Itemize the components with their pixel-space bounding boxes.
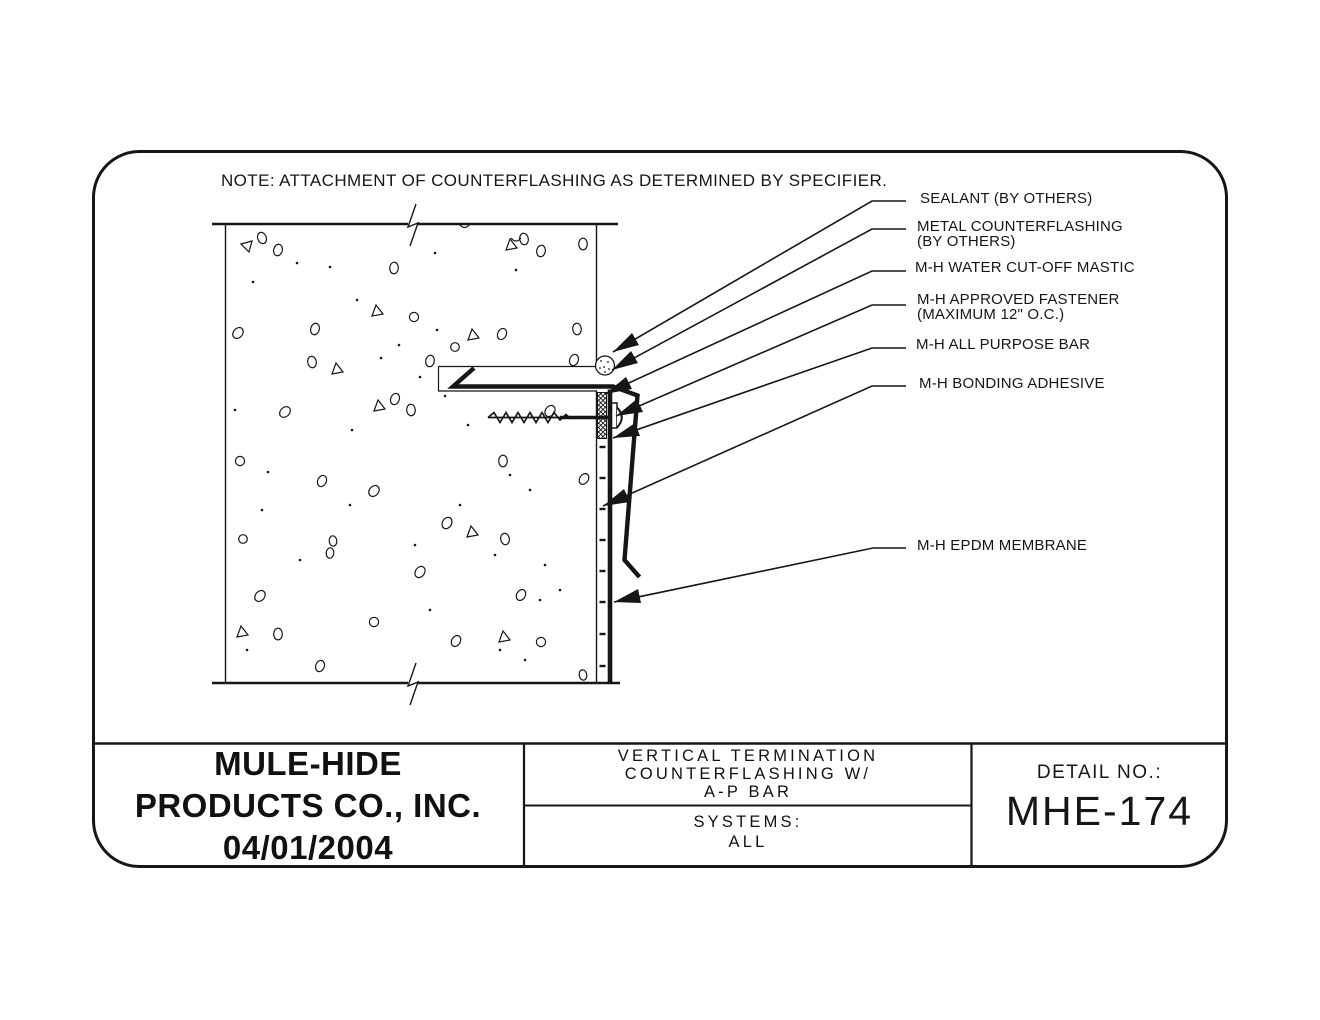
leader-approved-fastener: [615, 304, 906, 417]
company-name-line1: MULE-HIDE: [214, 745, 402, 782]
callout-line: METAL COUNTERFLASHING: [917, 218, 1123, 235]
specifier-note: NOTE: ATTACHMENT OF COUNTERFLASHING AS D…: [221, 171, 888, 190]
bonding-adhesive-dashes: [599, 445, 606, 668]
callout-bonding-adhesive: M-H BONDING ADHESIVE: [919, 375, 1105, 392]
callout-water-cutoff-mastic: M-H WATER CUT-OFF MASTIC: [915, 259, 1135, 276]
stipple-dots: [233, 251, 562, 662]
callout-approved-fastener: M-H APPROVED FASTENER (MAXIMUM 12" O.C.): [917, 291, 1120, 323]
detail-title-line1: VERTICAL TERMINATION: [617, 747, 879, 765]
detail-no-value: MHE-174: [1005, 788, 1194, 834]
callout-line: M-H BONDING ADHESIVE: [919, 375, 1105, 392]
systems-block: SYSTEMS: ALL: [524, 812, 972, 852]
company-block: MULE-HIDE PRODUCTS CO., INC. 04/01/2004: [92, 745, 524, 867]
callout-line: M-H APPROVED FASTENER: [917, 291, 1120, 308]
concrete-stipple: [232, 223, 590, 681]
leader-all-purpose-bar: [612, 347, 906, 439]
fastener: [487, 406, 623, 429]
detail-title-line2: COUNTERFLASHING W/: [624, 765, 872, 783]
stipple-arc-2: [510, 237, 522, 242]
systems-label: SYSTEMS:: [693, 813, 803, 831]
wall-section: [212, 203, 620, 706]
callout-sealant: SEALANT (BY OTHERS): [920, 190, 1093, 207]
sealant-bead: [594, 355, 616, 376]
callout-line: M-H ALL PURPOSE BAR: [916, 336, 1091, 353]
systems-value: ALL: [728, 833, 768, 851]
detail-title-line3: A-P BAR: [703, 783, 793, 801]
leader-lines: [602, 200, 906, 603]
callout-metal-counterflashing: METAL COUNTERFLASHING (BY OTHERS): [917, 218, 1123, 250]
sheet-border: [92, 150, 1228, 868]
callout-all-purpose-bar: M-H ALL PURPOSE BAR: [916, 336, 1091, 353]
break-line-bottom: [406, 662, 420, 706]
leader-water-cutoff-mastic: [604, 270, 906, 395]
water-cutoff-mastic-hatch: [597, 392, 607, 439]
detail-no-label: DETAIL NO.:: [1036, 762, 1163, 783]
leader-bonding-adhesive: [602, 385, 906, 507]
callout-epdm-membrane: M-H EPDM MEMBRANE: [917, 537, 1088, 554]
leader-metal-counterflashing: [611, 228, 906, 371]
stipple-arc-1: [458, 223, 471, 229]
callout-line: M-H WATER CUT-OFF MASTIC: [915, 259, 1135, 276]
leader-sealant: [612, 200, 906, 353]
stipple-triangles: [236, 237, 519, 643]
callout-line: (BY OTHERS): [917, 232, 1016, 250]
revision-date: 04/01/2004: [222, 829, 394, 866]
callout-line: M-H EPDM MEMBRANE: [917, 537, 1088, 554]
company-name-line2: PRODUCTS CO., INC.: [134, 787, 482, 824]
callout-line: (MAXIMUM 12" O.C.): [917, 305, 1065, 323]
leader-epdm-membrane: [613, 547, 906, 603]
callout-line: SEALANT (BY OTHERS): [920, 190, 1093, 207]
detail-title-block: VERTICAL TERMINATION COUNTERFLASHING W/ …: [524, 747, 972, 801]
break-line-top: [406, 203, 420, 247]
metal-counterflashing-line: [447, 366, 642, 579]
title-block-lines: [93, 742, 1227, 866]
leader-arrowheads: [603, 333, 643, 603]
